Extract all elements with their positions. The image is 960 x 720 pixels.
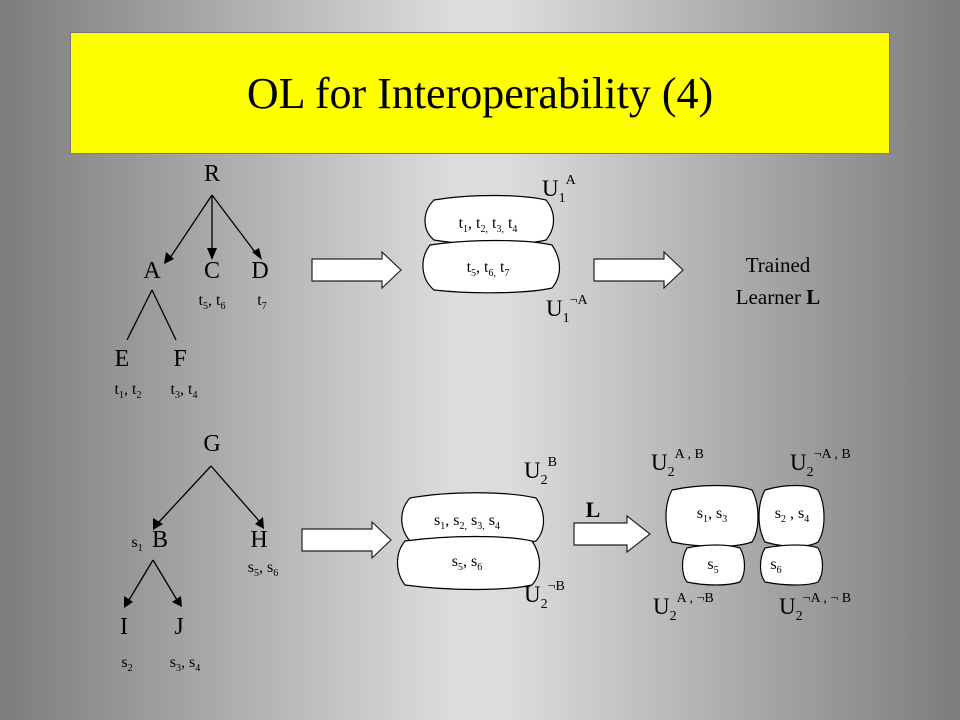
edge-R-D (211, 194, 259, 257)
block-arrow-1 (311, 250, 402, 290)
node-B-prefix: s1​ (131, 534, 142, 554)
bubble-U1notA (422, 239, 561, 294)
arrow-label-L: L (586, 497, 601, 522)
node-E: E (115, 346, 130, 372)
edge-A-E (126, 289, 153, 341)
label-U2AnotB: U2A , ¬B (653, 591, 714, 624)
node-G: G (203, 431, 220, 457)
slide-title: OL for Interoperability (4) (246, 68, 714, 118)
bubble-U1A (424, 194, 555, 246)
bubble-U2notAnotB-items: s6​ (770, 556, 781, 576)
edge-G-H (210, 465, 261, 523)
tree-1: R A C D E F t5​, t6​ t7​ t1​, t2​ t3​, t… (115, 161, 269, 401)
title-box: OL for Interoperability (4) (70, 32, 890, 154)
node-H: H (250, 527, 267, 553)
arrowhead-D (252, 248, 262, 260)
node-F: F (173, 346, 186, 372)
bubble-U2AB-items: s1​, s3​ (697, 505, 727, 525)
node-A: A (143, 258, 161, 284)
bubble-U2AnotB-items: s5​ (707, 556, 718, 576)
block-arrow-4 (573, 514, 651, 554)
edge-A-F (151, 289, 177, 341)
arrowhead-B (153, 518, 163, 530)
label-U2B: U2B (524, 455, 557, 488)
node-H-items: s5​, s6​ (248, 559, 278, 579)
bubble-U2B (401, 492, 545, 547)
tree-2: G s1​ B H I J s5​, s6​ s2​ s3​, s4​ (120, 431, 278, 674)
label-U2notAnotB: U2¬A , ¬ B (779, 591, 851, 624)
block-arrow-2 (593, 250, 684, 290)
bubble-U2notB-items: s5​, s6​ (452, 553, 482, 573)
node-B: B (152, 527, 168, 553)
node-I-items: s2​ (121, 654, 132, 674)
edge-G-B (158, 465, 212, 523)
label-U1notA: U1¬A (546, 293, 589, 326)
bubble-U2notB (396, 535, 541, 591)
node-R: R (204, 161, 220, 187)
label-U2AB: U2A , B (651, 447, 704, 480)
bubble-U2notAnotB (759, 544, 824, 586)
node-J-items: s3​, s4​ (170, 654, 200, 674)
arrowhead-H (255, 517, 264, 529)
bubble-U2AnotB (681, 544, 746, 586)
label-U2notB: U2¬B (524, 579, 565, 612)
node-D-items: t7​ (257, 292, 266, 312)
arrowhead-C (207, 248, 217, 260)
bubble-U1A-items: t1​, t2,​ t3,​ t4​ (459, 215, 518, 235)
arrowhead-J (172, 596, 182, 607)
bubble-U2AB (665, 484, 759, 548)
trained-line-2: Learner L (736, 285, 821, 309)
node-I: I (120, 614, 128, 640)
node-D: D (251, 258, 268, 284)
node-C-items: t5​, t6​ (199, 292, 226, 312)
block-arrow-3 (301, 520, 392, 560)
label-U2notAB: U2¬A , B (790, 447, 851, 480)
arrowhead-I (124, 596, 133, 608)
label-U1A: U1A (542, 173, 577, 206)
edge-B-J (152, 559, 178, 601)
edge-R-A (169, 194, 213, 259)
bubble-U1notA-items: t5​, t6,​ t7​ (467, 259, 510, 279)
edge-B-I (128, 559, 154, 601)
node-C: C (204, 258, 220, 284)
bubble-U2notAB (758, 484, 825, 548)
node-J: J (174, 614, 183, 640)
bubble-U2B-items: s1​, s2,​ s3,​ s4​ (434, 512, 500, 532)
arrowhead-A (164, 252, 174, 264)
node-F-items: t3​, t4​ (171, 381, 198, 401)
trained-line-1: Trained (746, 253, 811, 277)
node-E-items: t1​, t2​ (115, 381, 142, 401)
bubble-U2notAB-items: s2​ , s4​ (775, 505, 809, 525)
